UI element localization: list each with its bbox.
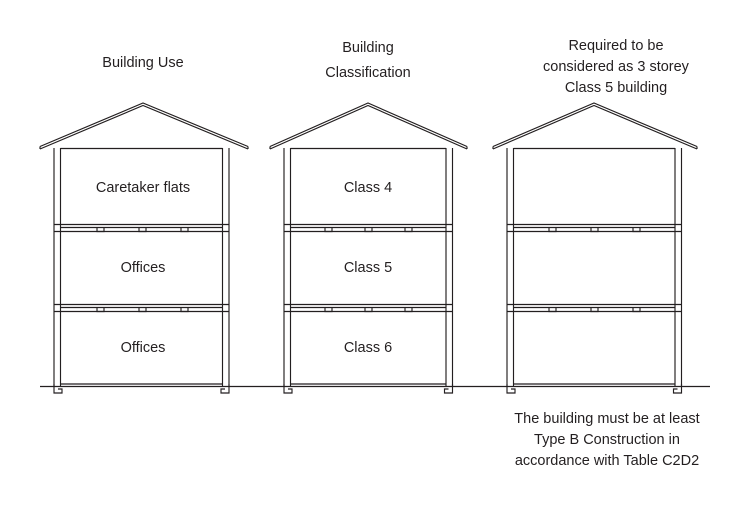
storey-label-middle: Class 5 <box>344 260 392 276</box>
footings-building-required <box>506 383 683 394</box>
walls-building-classification <box>283 148 454 387</box>
walls-building-use <box>53 148 230 387</box>
heading-building-classification-line-2: Classification <box>325 65 410 81</box>
heading-required-line-1: Required to be <box>568 38 663 54</box>
walls-building-required <box>506 148 683 387</box>
caption-line-1: The building must be at least <box>514 411 699 427</box>
storey-label-top: Class 4 <box>344 180 392 196</box>
floor-slab-upper-building-required <box>507 223 682 233</box>
floor-slab-upper-building-classification <box>284 223 453 233</box>
building-group-building-classification: Class 4 Class 5 Class 6 <box>269 102 468 394</box>
storey-label-ground: Offices <box>121 340 166 356</box>
roof-building-use <box>39 102 249 150</box>
roof-building-required <box>492 102 698 150</box>
heading-required-line-3: Class 5 building <box>565 80 667 96</box>
roof-building-classification <box>269 102 468 150</box>
heading-building-classification-line-1: Building <box>342 40 394 56</box>
storey-label-ground: Class 6 <box>344 340 392 356</box>
heading-building-use-line-1: Building Use <box>102 55 183 71</box>
storey-label-middle: Offices <box>121 260 166 276</box>
floor-slab-lower-building-required <box>507 303 682 313</box>
storey-label-top: Caretaker flats <box>96 180 190 196</box>
caption-line-3: accordance with Table C2D2 <box>515 453 699 469</box>
footings-building-classification <box>283 383 454 394</box>
building-group-building-required <box>492 102 698 394</box>
floor-slab-upper-building-use <box>54 223 229 233</box>
footings-building-use <box>53 383 230 394</box>
floor-slab-lower-building-classification <box>284 303 453 313</box>
floor-slab-lower-building-use <box>54 303 229 313</box>
building-group-building-use: Caretaker flats Offices Offices <box>39 102 249 394</box>
heading-required-line-2: considered as 3 storey <box>543 59 690 75</box>
caption-line-2: Type B Construction in <box>534 432 680 448</box>
